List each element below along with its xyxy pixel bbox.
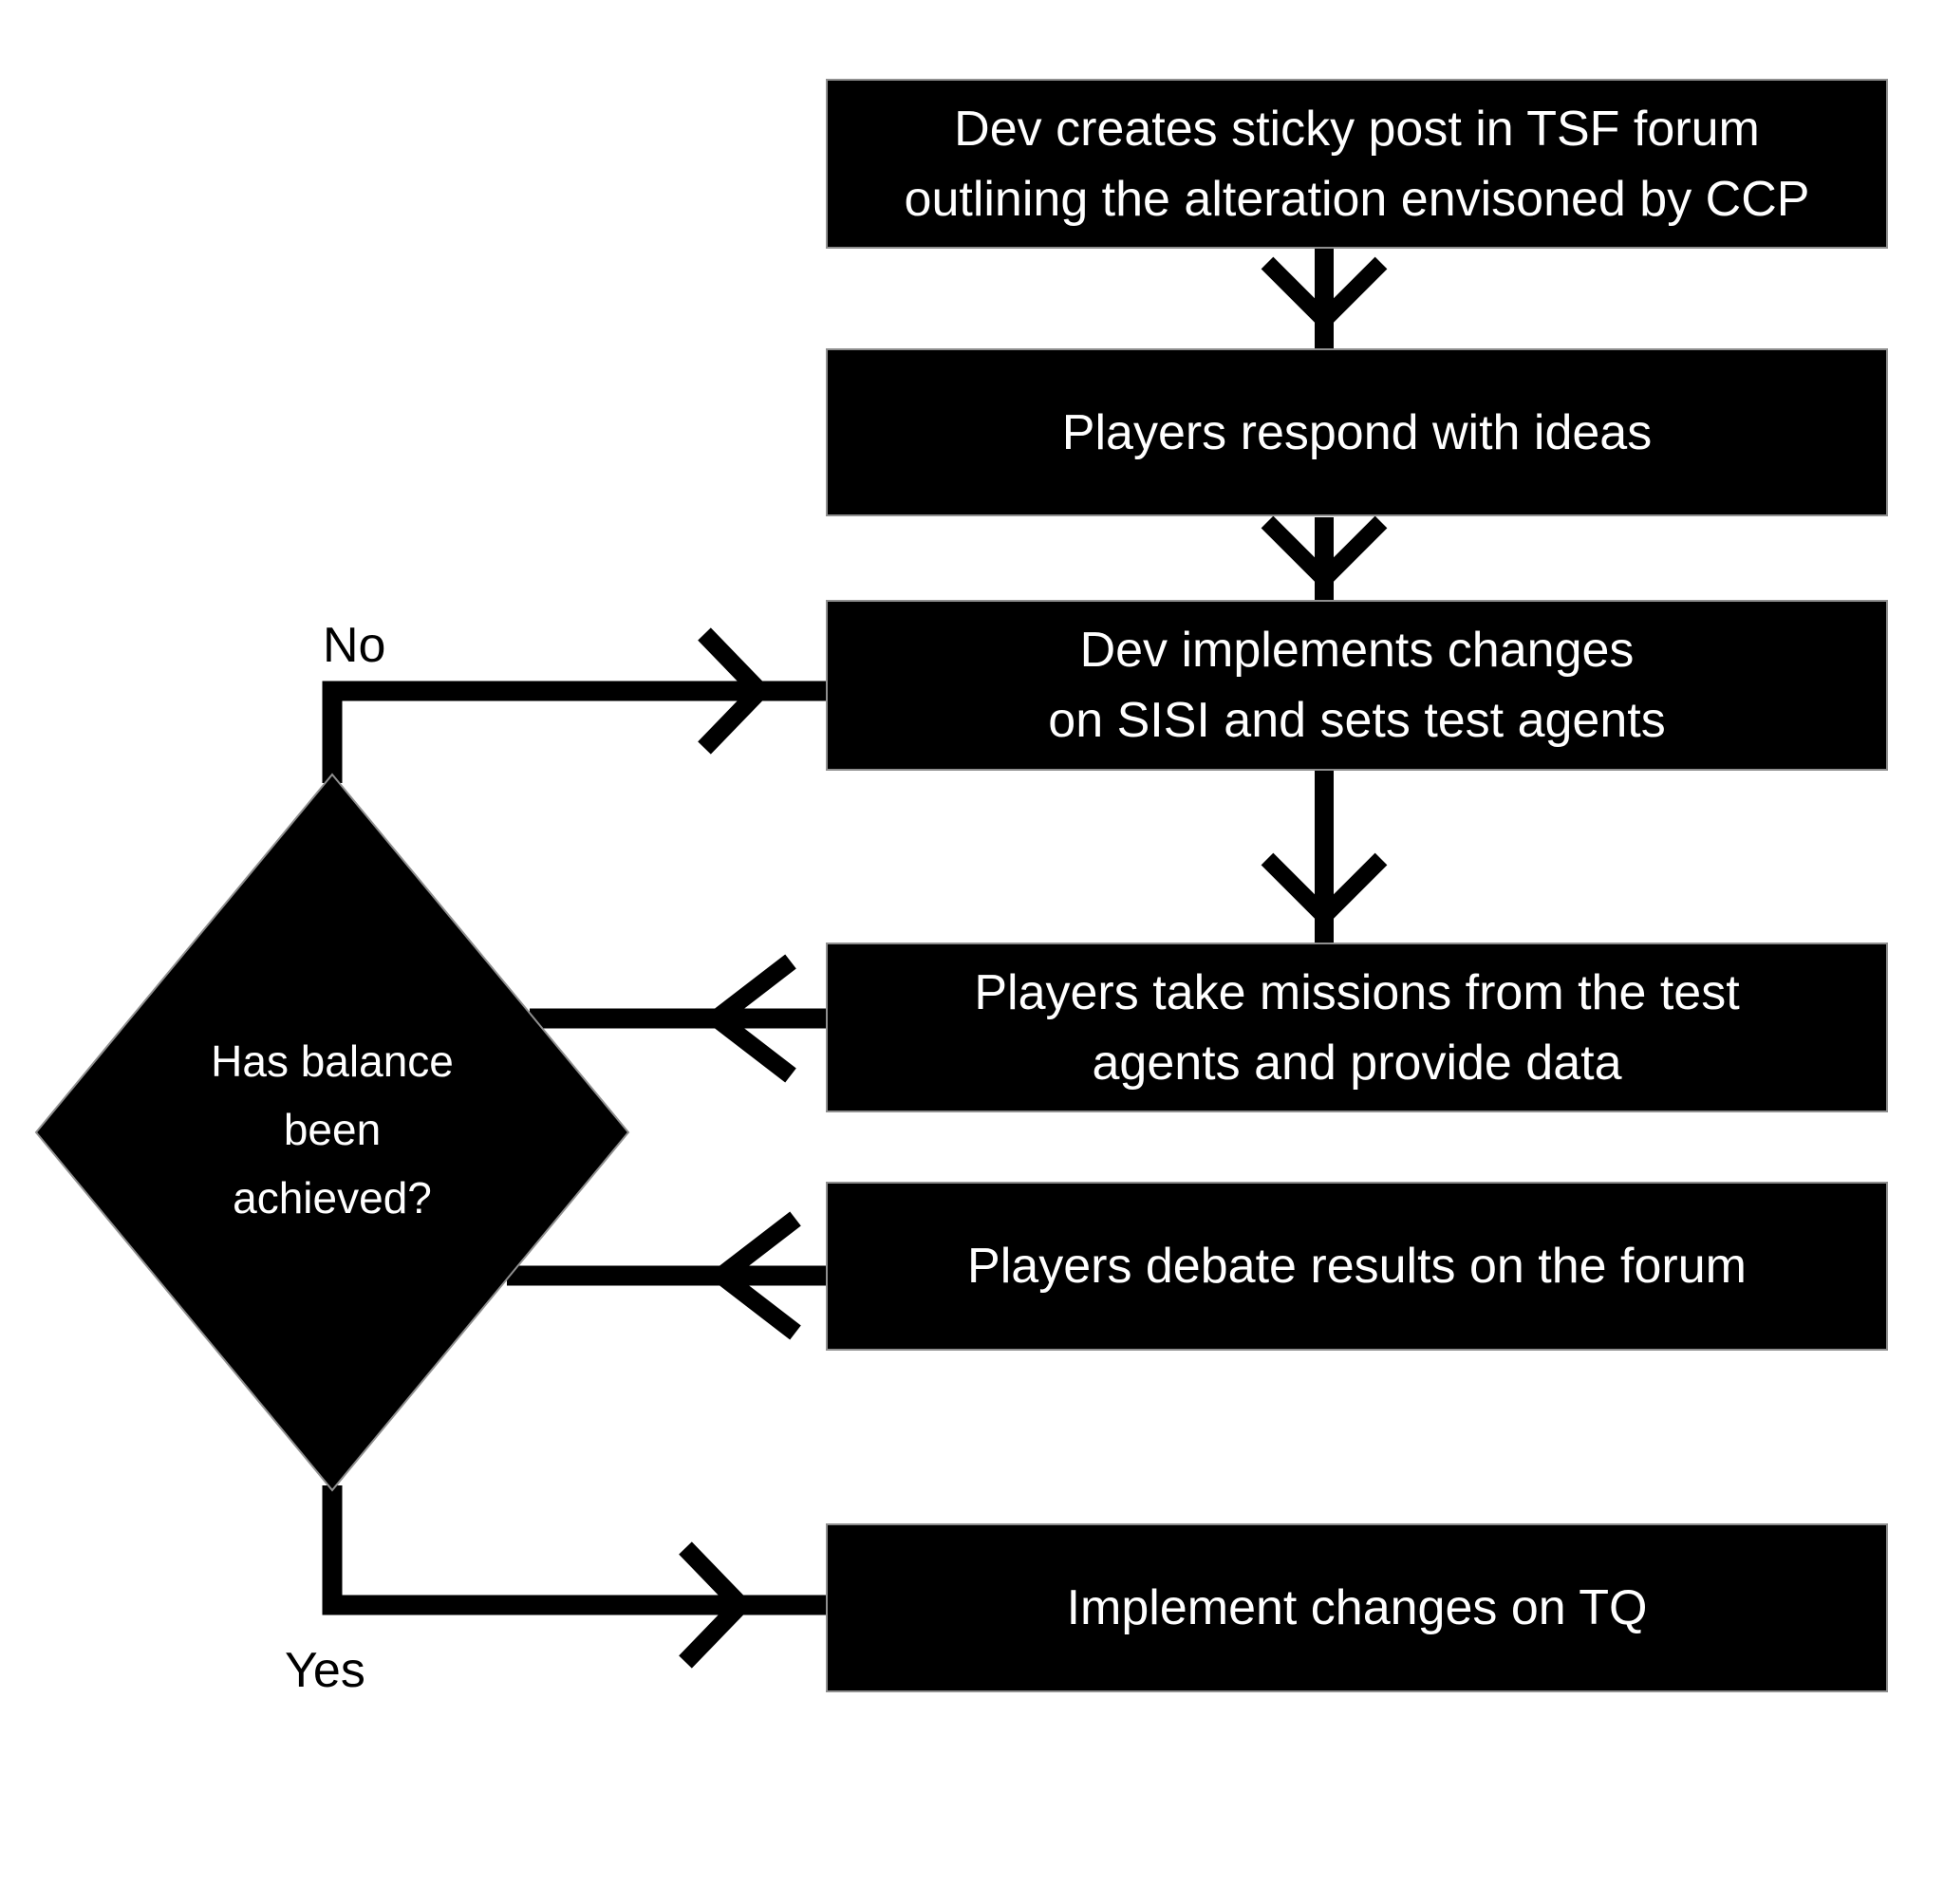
- process-node-players-take-missions: Players take missions from the test agen…: [826, 943, 1888, 1112]
- node-text-line: on SISI and sets test agents: [1048, 693, 1666, 748]
- arrowhead-down-box3-icon: [1261, 515, 1388, 586]
- connector-yes-branch: [322, 1485, 830, 1615]
- connector-no-branch: [322, 681, 830, 783]
- decision-diamond-shape: [34, 773, 630, 1492]
- node-text-line: agents and provide data: [1092, 1035, 1622, 1091]
- decision-node-text: Has balance been achieved?: [36, 1027, 628, 1232]
- decision-text-line: Has balance: [211, 1036, 454, 1086]
- arrowhead-right-yes-branch-icon: [679, 1541, 747, 1669]
- node-text-line: Dev creates sticky post in TSF forum: [954, 101, 1760, 157]
- branch-label-no: No: [323, 618, 386, 673]
- node-text-line: Dev implements changes: [1079, 623, 1635, 678]
- decision-text-line: been: [283, 1105, 382, 1154]
- arrowhead-left-box5-icon: [716, 1211, 801, 1340]
- node-text-line: Players debate results on the forum: [967, 1239, 1747, 1294]
- process-node-implement-changes-tq: Implement changes on TQ: [826, 1523, 1888, 1692]
- arrowhead-down-box4-icon: [1261, 852, 1388, 923]
- node-text-line: outlining the alteration envisoned by CC…: [904, 171, 1810, 227]
- node-text-line: Players respond with ideas: [1061, 404, 1653, 460]
- decision-text-line: achieved?: [233, 1173, 432, 1223]
- process-node-players-debate-results: Players debate results on the forum: [826, 1182, 1888, 1351]
- process-node-players-respond: Players respond with ideas: [826, 348, 1888, 516]
- process-node-dev-implements-changes: Dev implements changes on SISI and sets …: [826, 600, 1888, 771]
- arrowhead-left-box4-icon: [711, 954, 796, 1083]
- arrowhead-right-no-branch-icon: [698, 627, 766, 755]
- arrowhead-down-box2-icon: [1261, 256, 1388, 327]
- branch-label-yes: Yes: [285, 1643, 365, 1698]
- process-node-dev-creates-sticky-post: Dev creates sticky post in TSF forum out…: [826, 79, 1888, 249]
- node-text-line: Implement changes on TQ: [1066, 1580, 1648, 1635]
- node-text-line: Players take missions from the test: [974, 964, 1740, 1020]
